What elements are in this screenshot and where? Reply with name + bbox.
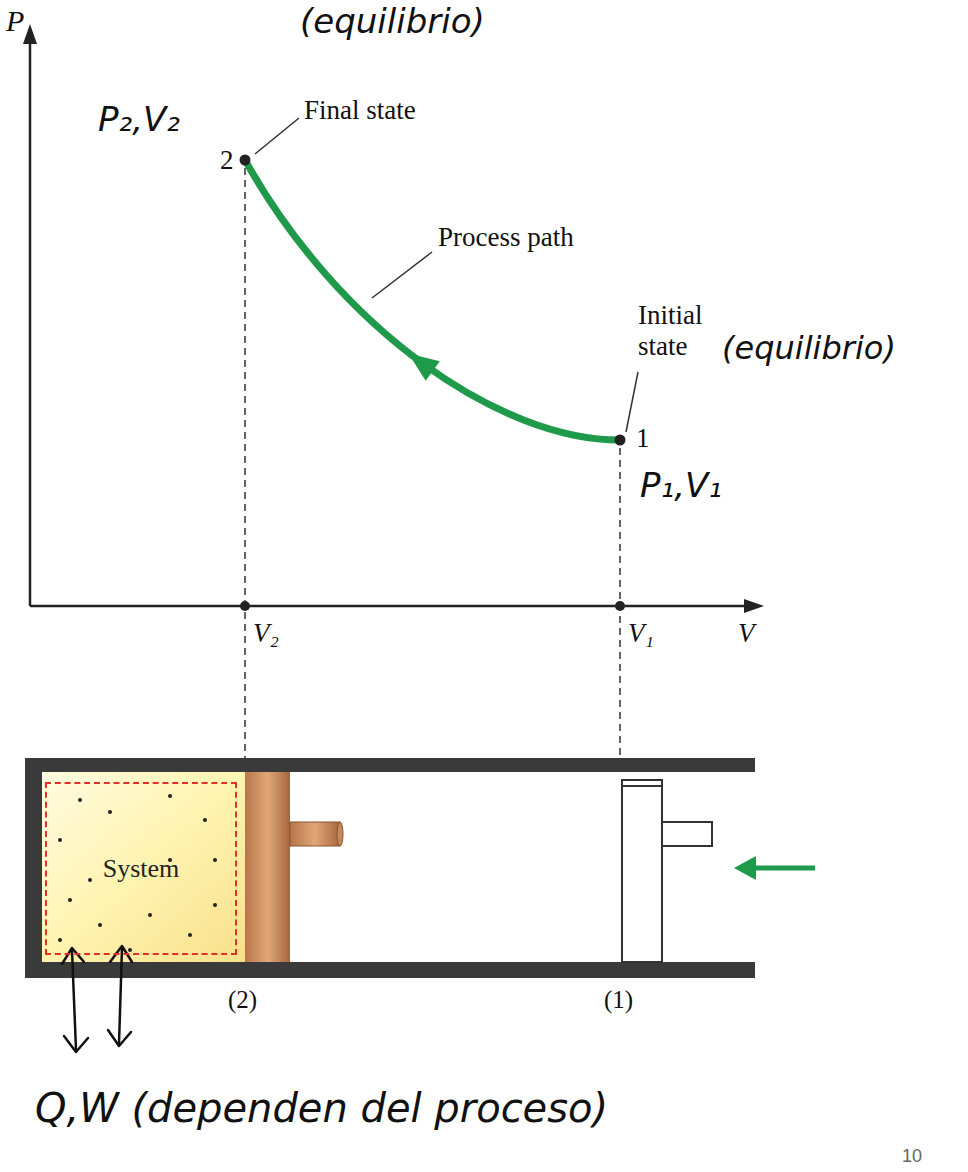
push-arrow (752, 866, 815, 871)
path-label: Process path (438, 222, 574, 253)
position-label: (2) (228, 986, 257, 1015)
molecule-dot (58, 838, 62, 842)
leader-line (372, 252, 432, 298)
node-label: System (103, 854, 180, 884)
axis-arrowhead (23, 24, 37, 44)
molecule-dot (108, 810, 112, 814)
initial-piston (622, 780, 662, 962)
molecule-dot (203, 818, 207, 822)
cylinder-wall (25, 962, 755, 978)
molecule-dot (58, 938, 62, 942)
molecule-dot (78, 798, 82, 802)
piston-edge (622, 785, 662, 787)
molecule-dot (168, 794, 172, 798)
molecule-dot (68, 898, 72, 902)
handwritten-note: (equilibrio) (722, 330, 896, 367)
leader-lines (255, 118, 638, 432)
rod-end (337, 822, 343, 846)
page-number: 10 (902, 1146, 922, 1167)
molecule-dot (213, 858, 217, 862)
state-number: 1 (636, 423, 650, 454)
path-arrowhead (401, 344, 439, 381)
projection-line (244, 168, 246, 760)
piston (245, 772, 290, 962)
axis-dot (615, 601, 625, 611)
axis-tick-label: V₁ (628, 618, 654, 649)
gas-region (42, 772, 245, 962)
exchange-arrow (72, 950, 76, 1050)
axes (30, 40, 748, 606)
molecule-dot (213, 903, 217, 907)
projection-lines (245, 168, 620, 760)
handwritten-note: P₂,V₂ (98, 100, 180, 139)
molecule-dot (148, 913, 152, 917)
axis-arrowhead (744, 599, 764, 613)
v-axis (30, 605, 748, 608)
system-box: System (45, 782, 237, 955)
leader-line (255, 118, 299, 154)
molecule-dot (88, 878, 92, 882)
state-number: 2 (220, 145, 234, 176)
p-axis (29, 40, 32, 606)
axis-dot (240, 601, 250, 611)
arrow-head (64, 1036, 88, 1052)
molecule-dot (128, 948, 132, 952)
axis-label: P (6, 4, 24, 39)
exchange-arrows (62, 946, 132, 1052)
initial-piston-rod (662, 822, 712, 846)
handwritten-note: (equilibrio) (300, 2, 485, 41)
state-dot (240, 155, 251, 166)
cylinder-end (25, 758, 42, 978)
position-label: (1) (604, 986, 633, 1015)
piston-rod (290, 822, 340, 846)
exchange-arrow (119, 948, 122, 1044)
molecule-dots (58, 794, 217, 952)
process-path (245, 160, 620, 440)
molecule-dot (98, 923, 102, 927)
molecule-dot (188, 933, 192, 937)
state-label: Initial state (638, 300, 730, 362)
handwritten-note: P₁,V₁ (640, 466, 722, 505)
state-dot (615, 435, 626, 446)
state-label: Final state (304, 95, 416, 126)
arrow-head (108, 1030, 131, 1046)
arrow-head (62, 948, 84, 964)
handwritten-note: Q,W (dependen del proceso) (35, 1085, 608, 1131)
axis-tick-label: V₂ (253, 618, 279, 649)
push-arrowhead (734, 856, 756, 880)
cylinder-wall (25, 758, 755, 772)
axis-label: V (738, 618, 755, 649)
